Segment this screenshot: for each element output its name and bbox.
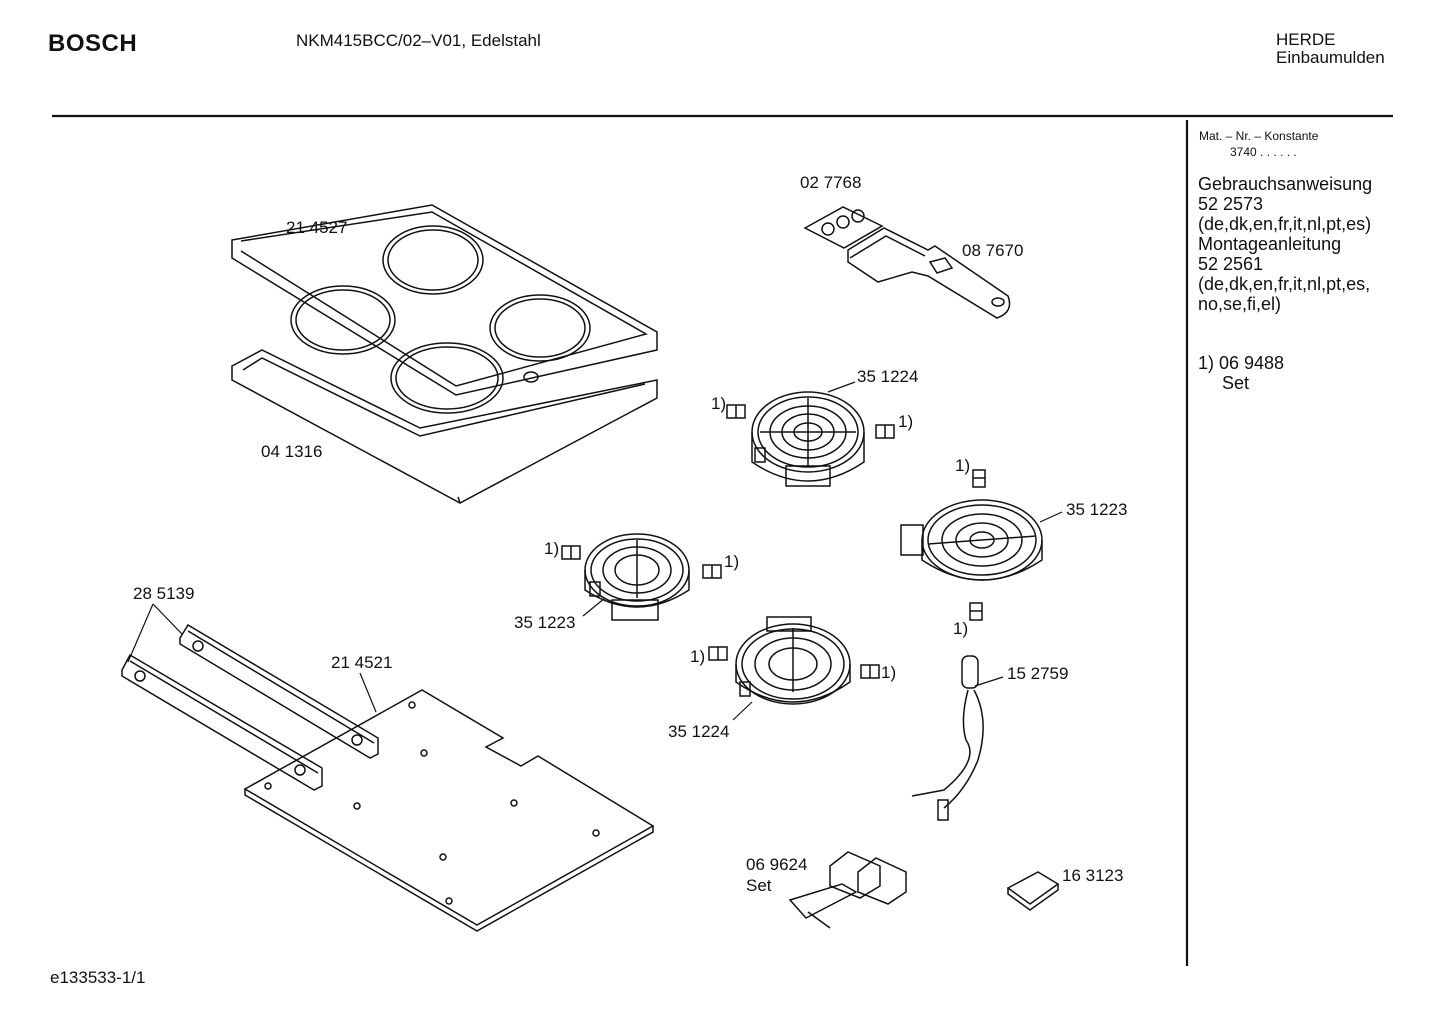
sidebar-note-line1: 1) 06 9488 [1198,353,1285,373]
part-label-285139: 28 5139 [133,584,195,603]
sidebar-note-line2: Set [1222,373,1250,393]
clip-parts [561,404,986,679]
mat-number-value: 3740 . . . . . . [1230,145,1297,159]
part-label-163123: 16 3123 [1062,866,1124,885]
category-line2: Einbaumulden [1276,48,1385,67]
ceramic-hob-top [231,204,658,414]
insulation-plate-027768 [803,206,884,249]
part-label-087670: 08 7670 [962,241,1024,260]
bracket-163123 [1006,871,1060,911]
category-line1: HERDE [1276,30,1336,49]
sidebar-line-3: Montageanleitung [1198,234,1342,254]
sidebar-line-5: (de,dk,en,fr,it,nl,pt,es, [1198,274,1371,294]
part-label-214527: 21 4527 [286,218,348,237]
base-plate [243,689,655,932]
note-ref-6: 1) [953,619,969,638]
sidebar-line-2: (de,dk,en,fr,it,nl,pt,es) [1198,214,1372,234]
part-label-351224-top: 35 1224 [857,367,919,386]
leader-lines [127,381,1063,721]
mat-number-label: Mat. – Nr. – Konstante [1199,129,1319,143]
part-label-214521: 21 4521 [331,653,393,672]
terminal-blocks [788,851,907,929]
heating-element-right [900,499,1043,581]
sidebar-line-4: 52 2561 [1198,254,1264,274]
note-ref-5: 1) [724,552,740,571]
sidebar-line-0: Gebrauchsanweisung [1198,174,1373,194]
part-label-351223-right: 35 1223 [1066,500,1128,519]
note-ref-1: 1) [711,394,727,413]
part-label-069624: 06 9624 [746,855,808,874]
part-label-069624-set: Set [746,876,772,895]
model-title: NKM415BCC/02–V01, Edelstahl [296,31,541,50]
part-label-351223-left: 35 1223 [514,613,576,632]
temperature-limiter-cable [911,655,984,821]
note-ref-8: 1) [881,663,897,682]
frame-seal [231,349,658,504]
heating-element-left [584,533,690,621]
note-ref-3: 1) [955,456,971,475]
part-label-351224-bottom: 35 1224 [668,722,730,741]
scraper-087670 [847,227,1011,319]
document-id: e133533-1/1 [50,968,146,987]
part-label-041316: 04 1316 [261,442,323,461]
part-label-027768: 02 7768 [800,173,862,192]
part-label-152759: 15 2759 [1007,664,1069,683]
sidebar-line-1: 52 2573 [1198,194,1264,214]
note-ref-4: 1) [544,539,560,558]
sidebar-line-6: no,se,fi,el) [1198,294,1282,314]
heating-element-top [751,391,865,487]
note-ref-2: 1) [898,412,914,431]
heating-element-bottom [735,616,851,705]
brand-logo: BOSCH [48,30,138,57]
note-ref-7: 1) [690,647,706,666]
mounting-rails [121,623,379,791]
